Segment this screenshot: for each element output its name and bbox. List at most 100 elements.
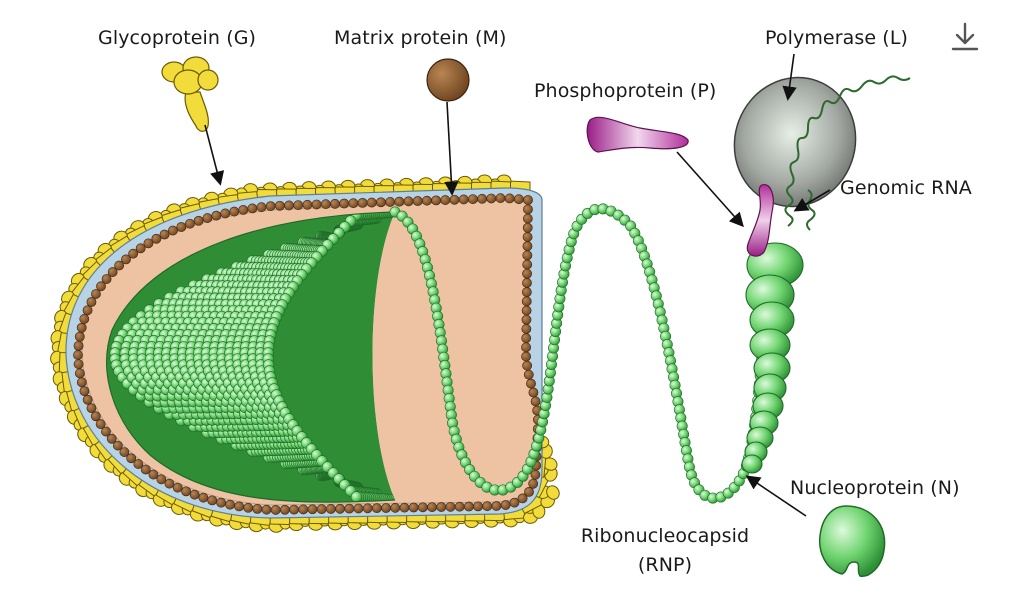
- matrix-bead: [521, 296, 532, 307]
- matrix-bead: [73, 359, 84, 370]
- matrix-bead: [207, 495, 218, 506]
- matrix-bead: [371, 503, 382, 514]
- matrix-protein-free: [426, 58, 470, 102]
- matrix-bead: [522, 268, 532, 279]
- matrix-bead: [74, 331, 85, 342]
- matrix-bead: [220, 208, 231, 219]
- matrix-bead: [417, 502, 428, 513]
- matrix-bead: [521, 342, 532, 353]
- matrix-bead: [82, 394, 93, 405]
- matrix-bead: [528, 387, 539, 398]
- matrix-bead: [357, 197, 368, 208]
- matrix-bead: [523, 204, 533, 215]
- matrix-bead: [189, 489, 200, 500]
- matrix-bead: [522, 241, 533, 252]
- matrix-bead: [427, 502, 437, 513]
- matrix-bead: [95, 419, 106, 429]
- matrix-bead: [431, 195, 442, 206]
- matrix-bead: [500, 500, 511, 510]
- matrix-bead: [522, 222, 533, 233]
- matrix-bead: [436, 502, 447, 512]
- matrix-bead: [82, 305, 93, 316]
- matrix-bead: [482, 501, 493, 512]
- matrix-bead: [521, 287, 532, 298]
- matrix-bead: [468, 194, 478, 205]
- matrix-bead: [376, 197, 386, 208]
- matrix-bead: [216, 497, 227, 508]
- phosphoprotein-attached: [746, 184, 774, 257]
- matrix-bead: [112, 440, 123, 451]
- download-button[interactable]: [948, 20, 982, 54]
- matrix-bead: [176, 222, 187, 232]
- matrix-bead: [172, 482, 183, 493]
- matrix-bead: [76, 377, 87, 388]
- matrix-bead: [521, 351, 532, 362]
- label-glycoprotein: Glycoprotein (G): [98, 27, 257, 49]
- matrix-bead: [156, 474, 167, 485]
- genomic-rna-strand: [784, 75, 911, 227]
- matrix-bead: [403, 196, 414, 207]
- matrix-bead: [274, 200, 285, 211]
- matrix-bead: [399, 502, 410, 513]
- matrix-bead: [151, 233, 162, 244]
- matrix-bead: [225, 499, 235, 510]
- matrix-bead: [293, 200, 304, 211]
- nucleoprotein-stack: [741, 242, 804, 474]
- matrix-bead: [119, 447, 130, 457]
- matrix-bead: [234, 501, 245, 512]
- matrix-bead: [495, 193, 506, 204]
- matrix-bead: [96, 281, 106, 292]
- matrix-bead: [463, 501, 474, 512]
- matrix-bead: [167, 225, 178, 236]
- matrix-bead: [90, 411, 101, 422]
- matrix-bead: [445, 501, 456, 512]
- matrix-bead: [238, 204, 249, 215]
- matrix-bead: [330, 198, 340, 209]
- matrix-bead: [454, 501, 465, 512]
- matrix-bead: [316, 504, 327, 515]
- matrix-bead: [126, 453, 137, 464]
- label-ribonucleocapsid: Ribonucleocapsid: [580, 525, 750, 547]
- matrix-bead: [101, 426, 111, 437]
- matrix-bead: [412, 196, 423, 206]
- matrix-bead: [86, 403, 97, 414]
- matrix-bead: [523, 195, 533, 205]
- matrix-bead: [422, 195, 432, 206]
- matrix-bead: [477, 193, 488, 204]
- matrix-bead: [128, 248, 139, 259]
- matrix-bead: [522, 232, 533, 242]
- matrix-bead: [344, 503, 355, 514]
- matrix-bead: [148, 469, 159, 480]
- matrix-bead: [265, 201, 276, 212]
- matrix-bead: [381, 503, 391, 513]
- matrix-bead: [522, 360, 533, 371]
- matrix-bead: [521, 324, 532, 334]
- glycoprotein-free: [161, 56, 219, 132]
- matrix-bead: [509, 497, 520, 508]
- matrix-bead: [522, 213, 533, 224]
- matrix-bead: [143, 238, 154, 249]
- nucleoprotein-subunit: [741, 454, 763, 474]
- matrix-bead: [74, 368, 85, 379]
- matrix-bead: [449, 194, 460, 205]
- matrix-bead: [339, 198, 350, 209]
- matrix-bead: [86, 297, 97, 307]
- matrix-bead: [473, 501, 483, 512]
- label-matrix-protein: Matrix protein (M): [334, 27, 507, 49]
- matrix-bead: [528, 478, 539, 489]
- label-polymerase: Polymerase (L): [765, 27, 909, 49]
- matrix-bead: [121, 254, 131, 265]
- matrix-bead: [307, 504, 318, 515]
- matrix-bead: [159, 229, 170, 240]
- matrix-bead: [280, 504, 290, 515]
- matrix-bead: [256, 202, 267, 213]
- matrix-bead: [229, 206, 240, 217]
- label-nucleoprotein: Nucleoprotein (N): [790, 477, 960, 499]
- matrix-bead: [491, 501, 502, 511]
- matrix-bead: [107, 267, 118, 277]
- matrix-bead: [385, 197, 396, 207]
- matrix-bead: [106, 433, 117, 444]
- matrix-bead: [289, 504, 300, 515]
